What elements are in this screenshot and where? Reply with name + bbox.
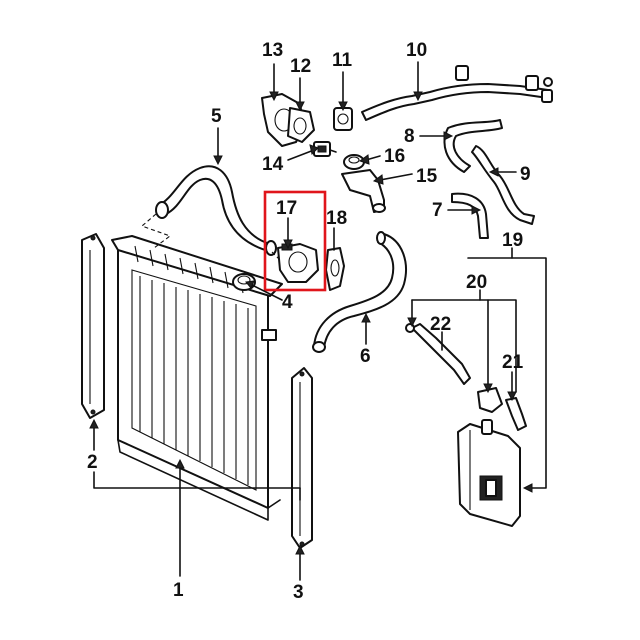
lower-radiator-hose (312, 231, 407, 353)
callout-12: 12 (290, 56, 311, 77)
callout-13: 13 (262, 40, 283, 61)
reservoir-tank (457, 419, 521, 527)
callout-3: 3 (293, 582, 304, 603)
left-radiator-bracket (81, 233, 105, 419)
callout-7: 7 (432, 200, 443, 221)
callout-6: 6 (360, 346, 371, 367)
callout-labels: 13 12 11 10 5 8 14 16 15 9 7 17 18 19 20… (87, 40, 531, 603)
callout-5: 5 (211, 106, 222, 127)
heater-hoses (443, 119, 535, 225)
callout-18: 18 (326, 208, 347, 229)
highlight-box (263, 190, 327, 292)
callout-11: 11 (332, 50, 353, 71)
bypass-hose (451, 192, 489, 239)
callout-2: 2 (87, 452, 98, 473)
callout-20: 20 (466, 272, 487, 293)
callout-19: 19 (502, 230, 523, 251)
callout-10: 10 (406, 40, 427, 61)
inlet-gasket (325, 247, 345, 291)
callout-16: 16 (384, 146, 405, 167)
callout-14: 14 (262, 154, 284, 175)
callout-8: 8 (404, 126, 415, 147)
temperature-sensor (313, 141, 337, 157)
overflow-hose (505, 397, 527, 431)
callout-15: 15 (416, 166, 438, 187)
water-inlet (277, 243, 319, 283)
callout-1: 1 (173, 580, 184, 601)
callout-4: 4 (282, 292, 293, 313)
callout-9: 9 (520, 164, 531, 185)
leader-lines (89, 61, 547, 581)
callout-21: 21 (502, 352, 524, 373)
thermostat (343, 154, 365, 170)
reservoir-cap (477, 387, 503, 413)
gasket-11 (333, 107, 353, 131)
radiator (111, 235, 283, 521)
water-bypass-pipe (361, 65, 553, 121)
right-radiator-bracket (291, 367, 313, 549)
callout-17: 17 (276, 198, 297, 219)
water-outlet (341, 169, 386, 213)
callout-22: 22 (430, 314, 451, 335)
thermostat-housing (261, 93, 315, 147)
